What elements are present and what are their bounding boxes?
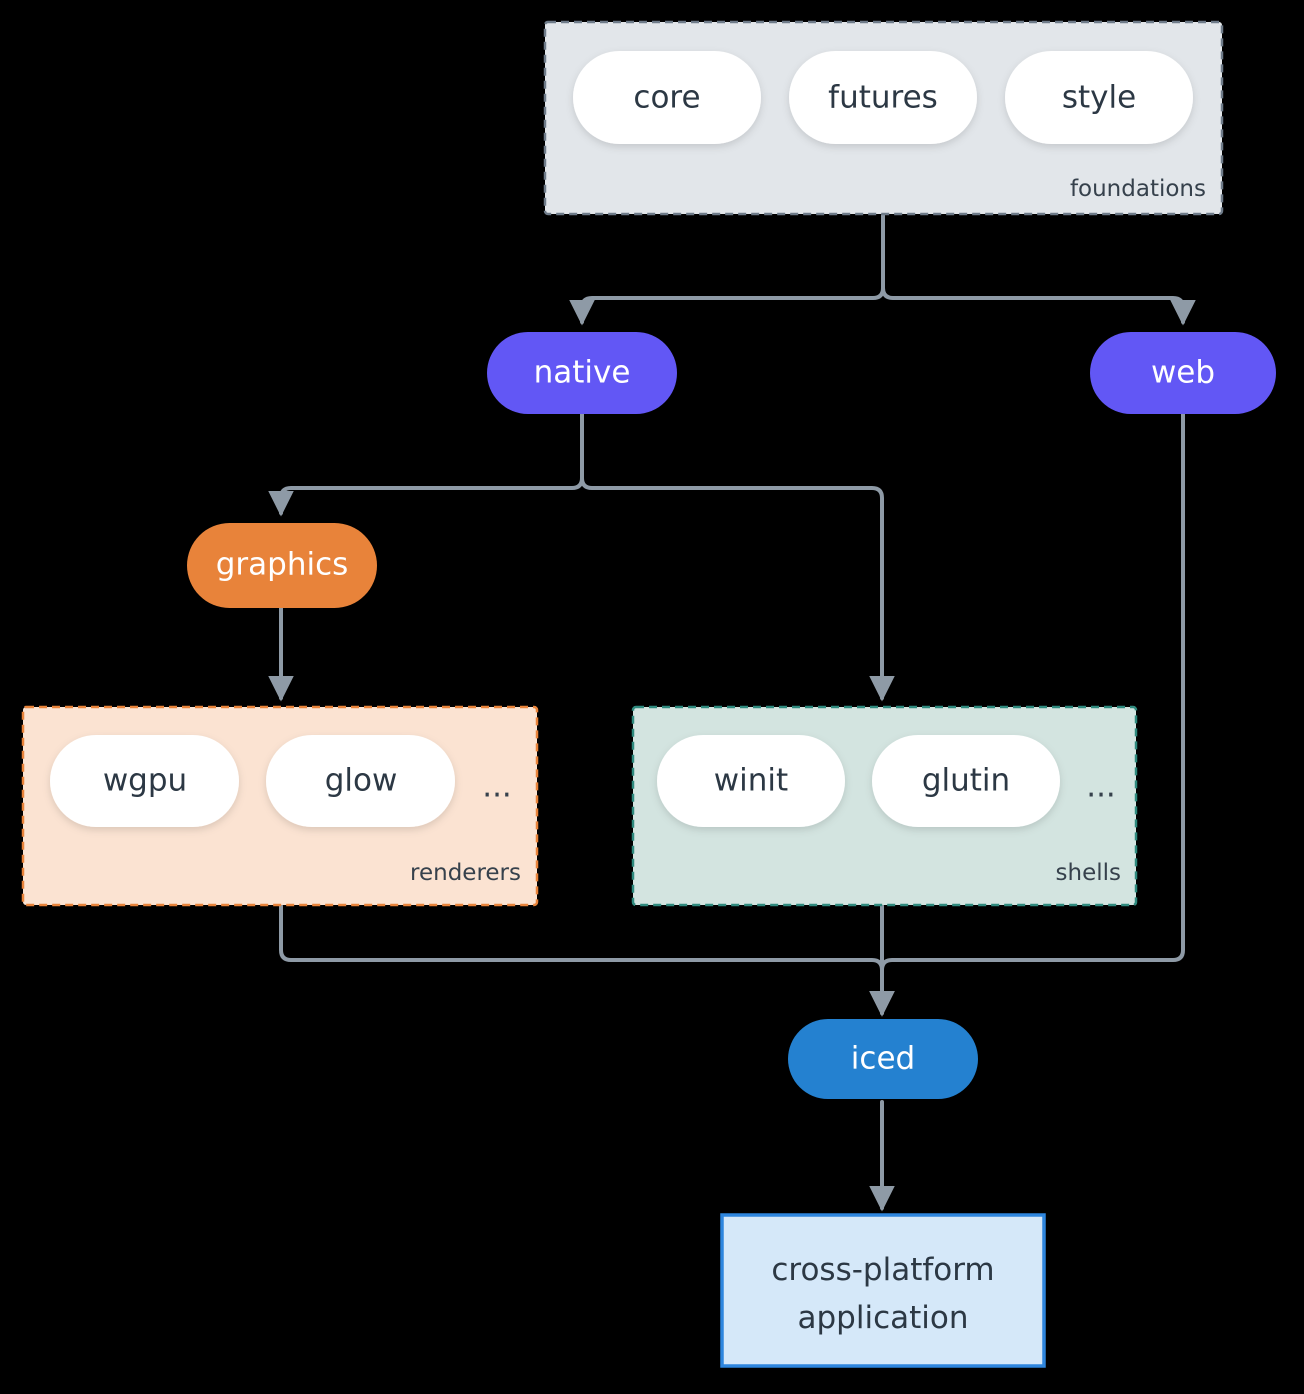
edge-foundations-to-native bbox=[569, 214, 885, 326]
edge-renderers-to-iced bbox=[279, 904, 895, 1017]
node-application-shape bbox=[720, 1213, 1046, 1368]
node-core-label: core bbox=[633, 80, 700, 116]
node-winit-shape bbox=[657, 735, 845, 827]
node-winit[interactable]: winit bbox=[657, 735, 845, 827]
node-web-shape bbox=[1090, 332, 1276, 414]
node-native[interactable]: native bbox=[487, 332, 677, 414]
edge-native-to-shells bbox=[580, 411, 895, 702]
node-glutin-label: glutin bbox=[922, 763, 1010, 799]
node-iced-label: iced bbox=[851, 1041, 915, 1077]
node-iced-shape bbox=[788, 1019, 978, 1099]
node-futures-label: futures bbox=[828, 80, 938, 116]
node-wgpu[interactable]: wgpu bbox=[50, 735, 239, 827]
node-web[interactable]: web bbox=[1090, 332, 1276, 414]
node-native-label: native bbox=[534, 355, 631, 391]
node-application-label-line2: application bbox=[798, 1300, 969, 1336]
node-web-label: web bbox=[1151, 355, 1215, 391]
node-graphics[interactable]: graphics bbox=[187, 523, 377, 608]
shells-overflow-ellipsis: ... bbox=[1086, 769, 1116, 805]
node-application-label-line1: cross-platform bbox=[771, 1252, 994, 1288]
node-native-shape bbox=[487, 332, 677, 414]
node-glow[interactable]: glow bbox=[266, 735, 455, 827]
edge-layer bbox=[268, 214, 1196, 1212]
node-winit-label: winit bbox=[714, 763, 788, 799]
edge-web-to-iced bbox=[869, 411, 1185, 1017]
node-core-shape bbox=[573, 51, 761, 144]
node-style-label: style bbox=[1062, 80, 1136, 116]
node-application[interactable]: cross-platform application bbox=[720, 1213, 1046, 1368]
node-glutin-shape bbox=[872, 735, 1060, 827]
edge-native-to-graphics bbox=[268, 411, 584, 517]
node-wgpu-label: wgpu bbox=[103, 763, 187, 799]
node-style-shape bbox=[1005, 51, 1193, 144]
node-futures-shape bbox=[789, 51, 977, 144]
node-glow-shape bbox=[266, 735, 455, 827]
node-wgpu-shape bbox=[50, 735, 239, 827]
renderers-overflow-ellipsis: ... bbox=[482, 769, 512, 805]
group-shells-label: shells bbox=[1056, 860, 1121, 886]
group-renderers[interactable]: renderers wgpu glow ... bbox=[21, 705, 539, 907]
node-glow-label: glow bbox=[325, 763, 398, 799]
group-foundations[interactable]: foundations core futures style bbox=[543, 20, 1224, 216]
edge-foundations-to-web bbox=[881, 214, 1196, 326]
node-graphics-shape bbox=[187, 523, 377, 608]
node-core[interactable]: core bbox=[573, 51, 761, 144]
node-glutin[interactable]: glutin bbox=[872, 735, 1060, 827]
node-style[interactable]: style bbox=[1005, 51, 1193, 144]
node-graphics-label: graphics bbox=[216, 547, 349, 583]
node-futures[interactable]: futures bbox=[789, 51, 977, 144]
node-iced[interactable]: iced bbox=[788, 1019, 978, 1099]
group-shells[interactable]: shells winit glutin ... bbox=[631, 705, 1138, 907]
group-foundations-label: foundations bbox=[1070, 176, 1206, 202]
group-renderers-label: renderers bbox=[410, 860, 521, 886]
